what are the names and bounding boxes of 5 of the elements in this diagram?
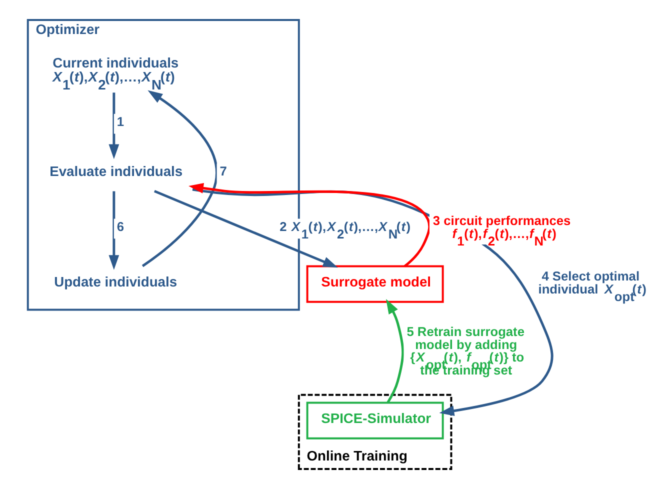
edge-label: 1 — [116, 114, 124, 130]
edge-label: 6 — [116, 219, 124, 234]
node-text: Evaluate individuals — [49, 162, 182, 179]
edge-label: 7 — [219, 164, 226, 179]
node-text: Update individuals — [54, 274, 177, 290]
